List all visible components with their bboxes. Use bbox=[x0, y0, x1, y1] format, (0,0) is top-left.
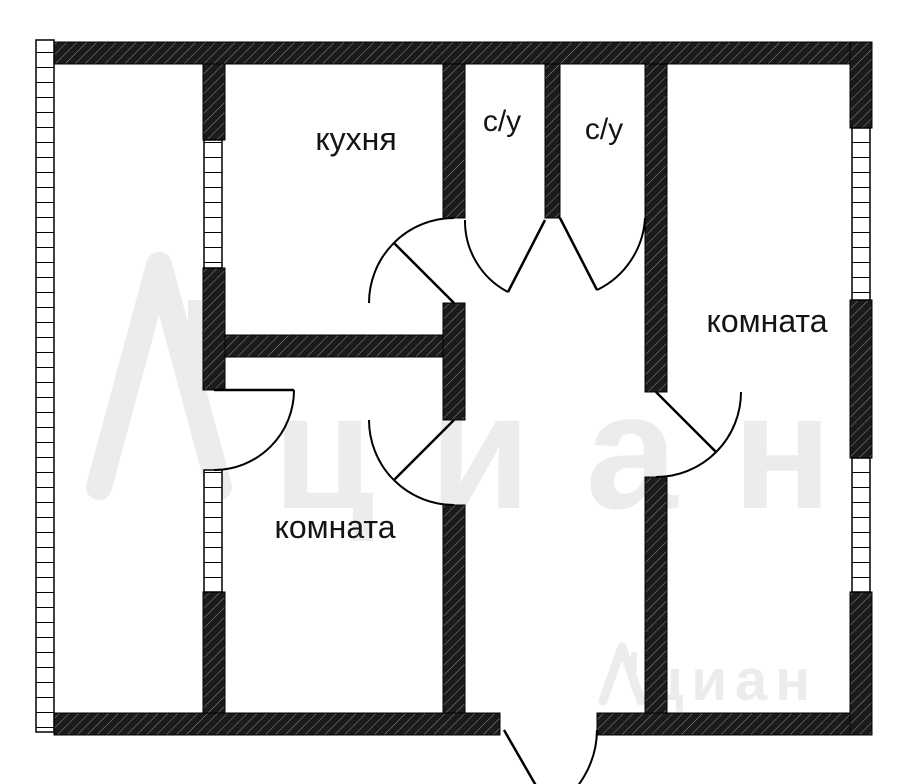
door-bathroom-1 bbox=[463, 219, 547, 293]
door-kitchen bbox=[368, 217, 455, 304]
bathroom-1-label: с/у bbox=[483, 105, 521, 138]
window-right-upper bbox=[851, 127, 871, 301]
door-room-right bbox=[655, 391, 742, 478]
wall-right-room-upper bbox=[644, 63, 668, 393]
doors bbox=[213, 217, 742, 784]
door-room-bottom-left bbox=[368, 419, 455, 506]
room-labels: кухня с/у с/у комната комната bbox=[274, 105, 827, 545]
window-right-lower bbox=[851, 457, 871, 593]
watermark-small: циан bbox=[598, 642, 819, 713]
watermark-text: циан bbox=[273, 359, 887, 543]
window-interior-lower bbox=[203, 469, 223, 593]
room-right-label: комната bbox=[706, 303, 827, 339]
kitchen-label: кухня bbox=[315, 121, 396, 157]
watermark-large: циан bbox=[86, 252, 887, 543]
door-left-room-from-left-wing bbox=[213, 388, 295, 471]
wall-top bbox=[53, 41, 873, 65]
door-entry bbox=[502, 729, 598, 784]
wall-right-lower bbox=[849, 591, 873, 736]
room-bottom-left-label: комната bbox=[274, 509, 395, 545]
door-bathroom-2 bbox=[558, 217, 646, 291]
wall-central-upper bbox=[442, 63, 466, 219]
watermark-house-icon bbox=[86, 252, 232, 500]
wall-interior-left-middle bbox=[202, 267, 226, 391]
bathroom-2-label: с/у bbox=[585, 113, 623, 146]
window-left-facade bbox=[35, 39, 55, 733]
wall-right-middle bbox=[849, 299, 873, 459]
wall-bottom-right bbox=[596, 712, 873, 736]
wall-right-upper bbox=[849, 41, 873, 129]
wall-right-room-lower bbox=[644, 476, 668, 714]
wall-horizontal-divider bbox=[224, 334, 466, 358]
wall-interior-left-upper bbox=[202, 63, 226, 141]
walls bbox=[35, 39, 873, 736]
watermark-small-house-icon bbox=[598, 642, 646, 706]
wall-bottom-left bbox=[53, 712, 501, 736]
window-interior-upper bbox=[203, 139, 223, 269]
wall-central-lower bbox=[442, 504, 466, 714]
wall-bath-divider bbox=[544, 63, 561, 219]
windows bbox=[35, 39, 871, 733]
wall-interior-left-lower bbox=[202, 591, 226, 714]
wall-central-middle bbox=[442, 302, 466, 421]
watermark-small-text: циан bbox=[648, 648, 819, 713]
